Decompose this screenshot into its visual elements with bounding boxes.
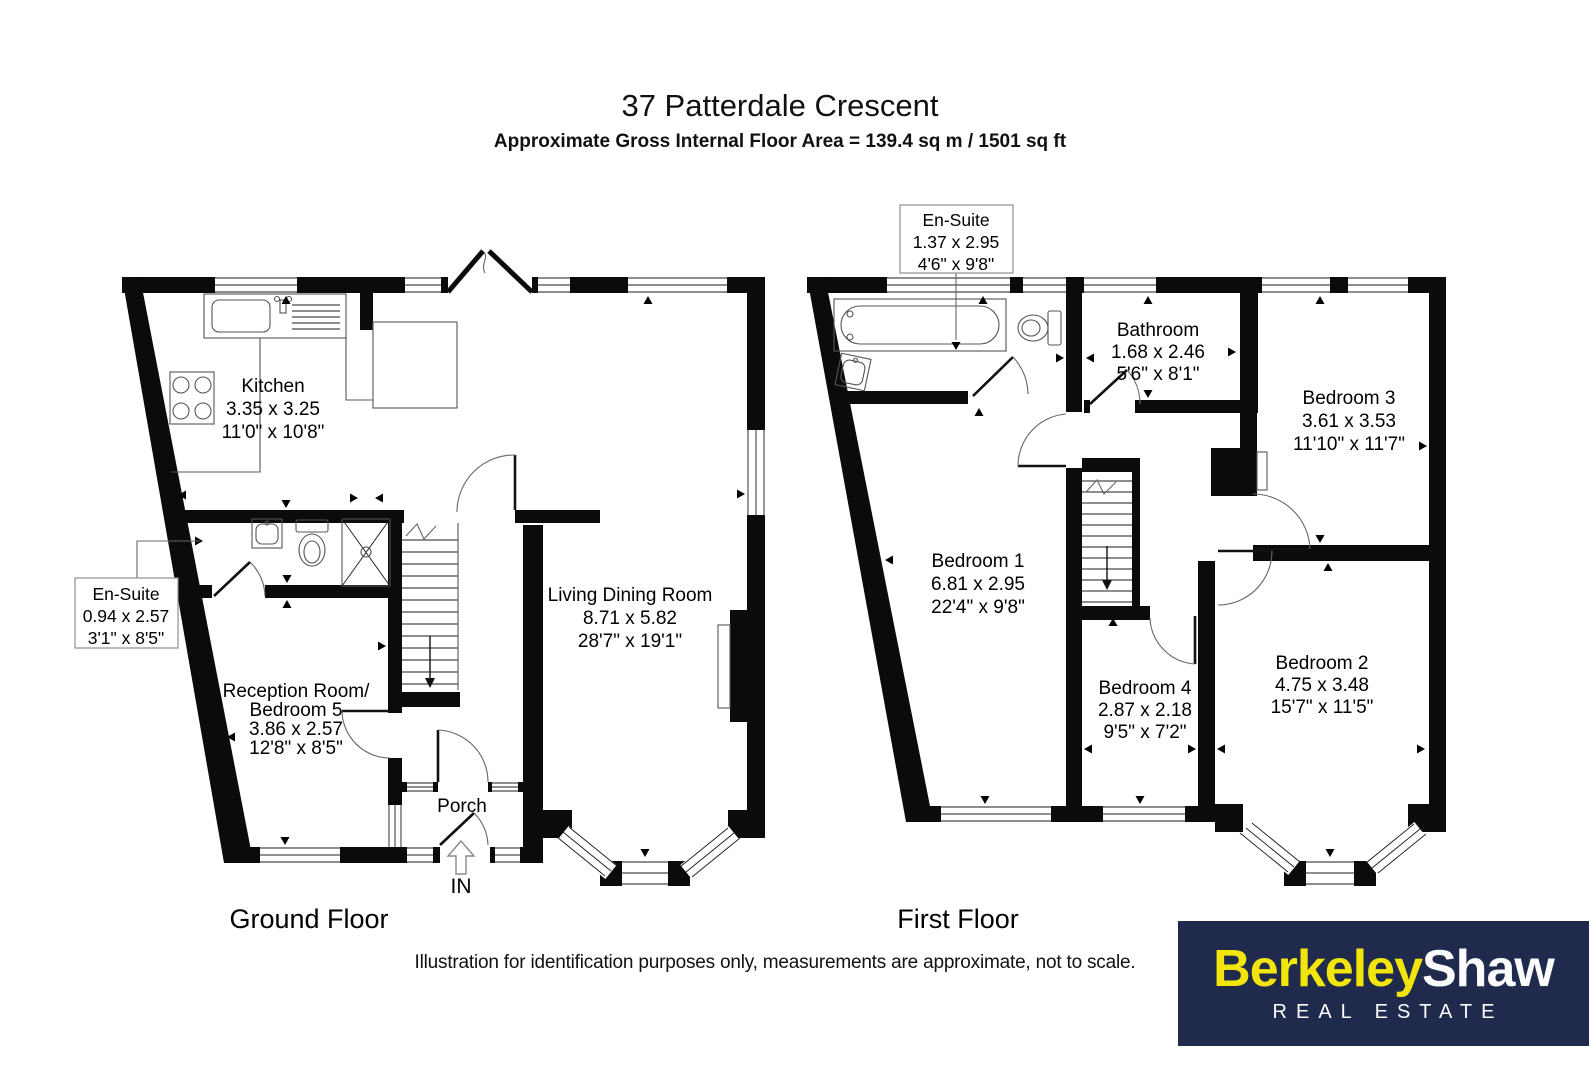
ground-windows — [215, 249, 765, 886]
bedroom1-dimensions-imperial: 22'4" x 9'8" — [931, 597, 1025, 618]
bedroom3-dimensions-metric: 3.61 x 3.53 — [1302, 411, 1396, 432]
agency-logo: BerkeleyShaw REAL ESTATE — [1178, 921, 1589, 1046]
shower-icon — [341, 518, 391, 587]
agency-logo-brand: BerkeleyShaw — [1213, 940, 1555, 998]
bedroom1-label: Bedroom 1 — [932, 551, 1025, 572]
reception-dimensions-metric: 3.86 x 2.57 — [249, 719, 343, 740]
bedroom4-dimensions-imperial: 9'5" x 7'2" — [1103, 722, 1186, 743]
first-room-labels: Bathroom 1.68 x 2.46 5'6" x 8'1" Bedroom… — [897, 320, 1405, 934]
ground-doors — [213, 454, 517, 846]
first-stairs — [1082, 479, 1132, 603]
fireplace-recess — [717, 624, 731, 709]
toilet-icon — [1017, 310, 1062, 346]
first-windows — [887, 277, 1427, 886]
agency-logo-part1: Berkeley — [1213, 940, 1423, 998]
bathtub-icon — [833, 298, 1007, 352]
reception-label-line2: Bedroom 5 — [250, 700, 343, 721]
ensuite-dimensions-imperial: 3'1" x 8'5" — [88, 628, 165, 648]
ground-floor-plan: En-Suite 0.94 x 2.57 3'1" x 8'5" Kitchen… — [74, 249, 765, 934]
bedroom2-label: Bedroom 2 — [1276, 653, 1369, 674]
reception-dimensions-imperial: 12'8" x 8'5" — [249, 738, 343, 759]
bathroom-dimensions-imperial: 5'6" x 8'1" — [1116, 364, 1199, 385]
flue-recess — [1256, 451, 1268, 491]
ground-walls — [122, 277, 765, 886]
ensuite-dimensions-imperial: 4'6" x 9'8" — [918, 254, 995, 274]
first-floor-plan: En-Suite 1.37 x 2.95 4'6" x 9'8" Bathroo… — [807, 204, 1446, 934]
bedroom3-label: Bedroom 3 — [1303, 388, 1396, 409]
bedroom4-label: Bedroom 4 — [1099, 678, 1192, 699]
bedroom4-dimensions-metric: 2.87 x 2.18 — [1098, 700, 1192, 721]
bedroom2-dimensions-metric: 4.75 x 3.48 — [1275, 675, 1369, 696]
kitchen-dimensions-imperial: 11'0" x 10'8" — [222, 422, 325, 443]
first-doors — [972, 356, 1311, 665]
corner-sink-icon — [834, 352, 872, 392]
ground-room-labels: Kitchen 3.35 x 3.25 11'0" x 10'8" Recept… — [222, 376, 713, 934]
reception-label-line1: Reception Room/ — [223, 681, 371, 702]
page-title: 37 Patterdale Crescent — [621, 88, 939, 123]
living-room-dimensions-imperial: 28'7" x 19'1" — [578, 631, 682, 652]
bedroom2-dimensions-imperial: 15'7" x 11'5" — [1271, 697, 1374, 718]
ground-stairs — [402, 523, 459, 690]
living-room-dimensions-metric: 8.71 x 5.82 — [583, 608, 677, 629]
floor-area-subtitle: Approximate Gross Internal Floor Area = … — [493, 131, 1067, 152]
bedroom1-dimensions-metric: 6.81 x 2.95 — [931, 574, 1025, 595]
ensuite-dimensions-metric: 1.37 x 2.95 — [913, 232, 1000, 252]
first-floor-label: First Floor — [897, 904, 1019, 934]
disclaimer-text: Illustration for identification purposes… — [414, 952, 1136, 973]
stairs-direction-arrow — [1102, 580, 1112, 590]
kitchen-dimensions-metric: 3.35 x 3.25 — [226, 399, 320, 420]
living-room-label: Living Dining Room — [548, 585, 713, 606]
first-fixtures — [833, 298, 1062, 392]
kitchen-counter — [171, 338, 261, 473]
kitchen-sink-icon — [203, 293, 347, 339]
ground-fixtures — [169, 293, 731, 709]
ensuite-label: En-Suite — [92, 584, 159, 604]
toilet-icon — [295, 519, 329, 567]
agency-logo-part2: Shaw — [1422, 940, 1555, 998]
entrance-label: IN — [451, 875, 472, 898]
agency-logo-tagline: REAL ESTATE — [1272, 1001, 1504, 1023]
ground-floor-label: Ground Floor — [229, 904, 388, 934]
stairs-direction-arrow — [425, 678, 435, 688]
wall-break-squiggle — [482, 251, 487, 274]
ensuite-dimensions-metric: 0.94 x 2.57 — [83, 606, 170, 626]
ground-ensuite-callout: En-Suite 0.94 x 2.57 3'1" x 8'5" — [74, 540, 200, 649]
stove-icon — [169, 371, 215, 425]
porch-label: Porch — [437, 796, 487, 817]
first-ensuite-callout: En-Suite 1.37 x 2.95 4'6" x 9'8" — [899, 204, 1014, 350]
ensuite-label: En-Suite — [922, 210, 989, 230]
bathroom-dimensions-metric: 1.68 x 2.46 — [1111, 342, 1205, 363]
bedroom3-dimensions-imperial: 11'10" x 11'7" — [1293, 434, 1405, 455]
kitchen-label: Kitchen — [241, 376, 304, 397]
bathroom-label: Bathroom — [1117, 320, 1199, 341]
kitchen-unit — [372, 321, 458, 409]
sink-icon — [251, 518, 283, 549]
first-walls — [807, 277, 1446, 886]
entrance-arrow-icon — [446, 839, 476, 875]
